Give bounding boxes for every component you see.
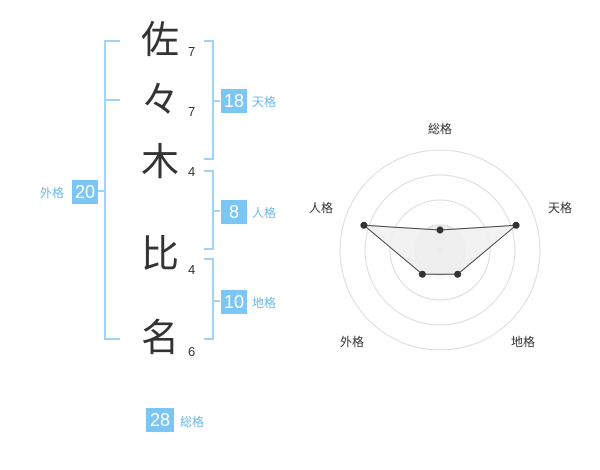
radar-axis-label-gaikaku: 外格 [340,335,365,349]
radar-point-4 [360,221,368,229]
soukaku-value: 28 [146,408,174,432]
stroke-count-3: 4 [188,164,196,179]
radar-polygon [362,224,518,275]
radar-point-3 [418,270,426,278]
radar-point-1 [512,221,520,229]
jinkaku-value: 8 [221,200,247,224]
radar-point-0 [436,226,444,234]
tenkaku-label: 天格 [252,95,277,109]
radar-ring [389,199,491,301]
radar-ring [364,174,516,326]
chikaku-bracket-bottom [204,338,214,340]
name-char-2: 々 [140,78,179,122]
gaikaku-bracket-connector [98,190,104,192]
jinkaku-bracket-connector [214,210,220,212]
name-char-3: 木 [140,140,179,184]
chikaku-value: 10 [221,290,247,314]
chikaku-bracket-connector [214,300,220,302]
stroke-count-5: 6 [188,344,196,359]
radar-axis-label-tenkaku: 天格 [548,201,573,215]
gaikaku-bracket-bottom [104,338,120,340]
chikaku-label: 地格 [252,296,277,310]
jinkaku-label: 人格 [252,206,277,220]
radar-axis-label-chikaku: 地格 [511,335,536,349]
stroke-count-4: 4 [188,262,196,277]
soukaku-label: 総格 [180,415,205,429]
tenkaku-bracket-vertical [212,40,214,160]
name-char-5: 名 [140,316,179,360]
tenkaku-bracket-bottom [204,158,214,160]
jinkaku-bracket-top [204,170,214,172]
tenkaku-value: 18 [221,89,247,113]
name-char-1: 佐 [140,18,179,62]
tenkaku-bracket-connector [214,100,220,102]
gaikaku-bracket-mid [104,99,120,101]
radar-ring [339,149,541,351]
jinkaku-bracket-bottom [204,248,214,250]
tenkaku-bracket-top [204,40,214,42]
gaikaku-value: 20 [72,180,98,204]
jinkaku-bracket-vertical [212,170,214,250]
gaikaku-bracket-top [104,40,120,42]
stroke-count-1: 7 [188,44,196,59]
radar-axis-label-jinkaku: 人格 [309,201,334,215]
radar-point-2 [454,270,462,278]
gaikaku-label: 外格 [40,186,65,200]
stroke-count-2: 7 [188,104,196,119]
radar-axis-label-soukaku: 総格 [428,122,453,136]
name-char-4: 比 [140,232,179,276]
gaikaku-bracket-vertical [104,40,106,340]
chikaku-bracket-vertical [212,258,214,340]
chikaku-bracket-top [204,258,214,260]
